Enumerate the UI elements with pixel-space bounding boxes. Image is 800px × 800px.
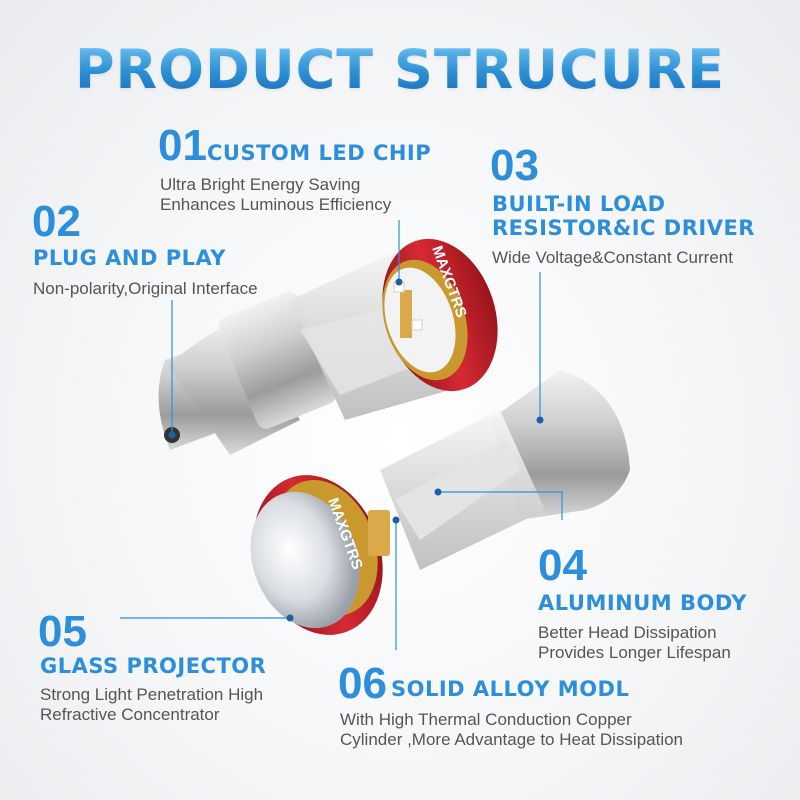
upper-bulb: MAXGTRS	[158, 238, 498, 455]
feature-03-heading-line-2: RESISTOR&IC DRIVER	[492, 216, 755, 240]
feature-06-number: 06	[338, 659, 387, 708]
feature-04-heading: ALUMINUM BODY	[538, 591, 747, 615]
leader-lines	[120, 220, 563, 650]
feature-05-desc-line-1: Strong Light Penetration High	[40, 685, 264, 704]
leader-04	[438, 491, 563, 520]
feature-04-desc-line-2: Provides Longer Lifespan	[538, 643, 731, 662]
feature-01-desc-line-1: Ultra Bright Energy Saving	[160, 175, 361, 194]
feature-05-desc-line-2: Refractive Concentrator	[40, 705, 220, 724]
feature-02-number: 02	[32, 197, 81, 246]
feature-03-number: 03	[490, 141, 539, 190]
feature-06-desc-line-1: With High Thermal Conduction Copper	[340, 710, 632, 729]
feature-01-heading: CUSTOM LED CHIP	[207, 141, 432, 165]
feature-03-desc-line-1: Wide Voltage&Constant Current	[492, 248, 733, 267]
leader-dots	[168, 278, 544, 622]
feature-04-desc-line-1: Better Head Dissipation	[538, 623, 717, 642]
page-title: PRODUCT STRUCURE	[0, 38, 800, 101]
feature-05-number: 05	[38, 607, 87, 656]
feature-06-desc-line-2: Cylinder ,More Advantage to Heat Dissipa…	[340, 730, 684, 749]
feature-01-desc-line-2: Enhances Luminous Efficiency	[160, 195, 392, 214]
feature-04-number: 04	[538, 541, 587, 590]
feature-03-heading-line-1: BUILT-IN LOAD	[492, 192, 666, 216]
feature-01-number: 01	[158, 121, 207, 170]
feature-02-desc-line-1: Non-polarity,Original Interface	[33, 279, 258, 298]
feature-05-heading: GLASS PROJECTOR	[40, 654, 267, 678]
feature-06-heading: SOLID ALLOY MODL	[391, 677, 630, 701]
feature-02-heading: PLUG AND PLAY	[33, 246, 226, 270]
lower-bulb: MAXGTRS	[250, 370, 630, 635]
